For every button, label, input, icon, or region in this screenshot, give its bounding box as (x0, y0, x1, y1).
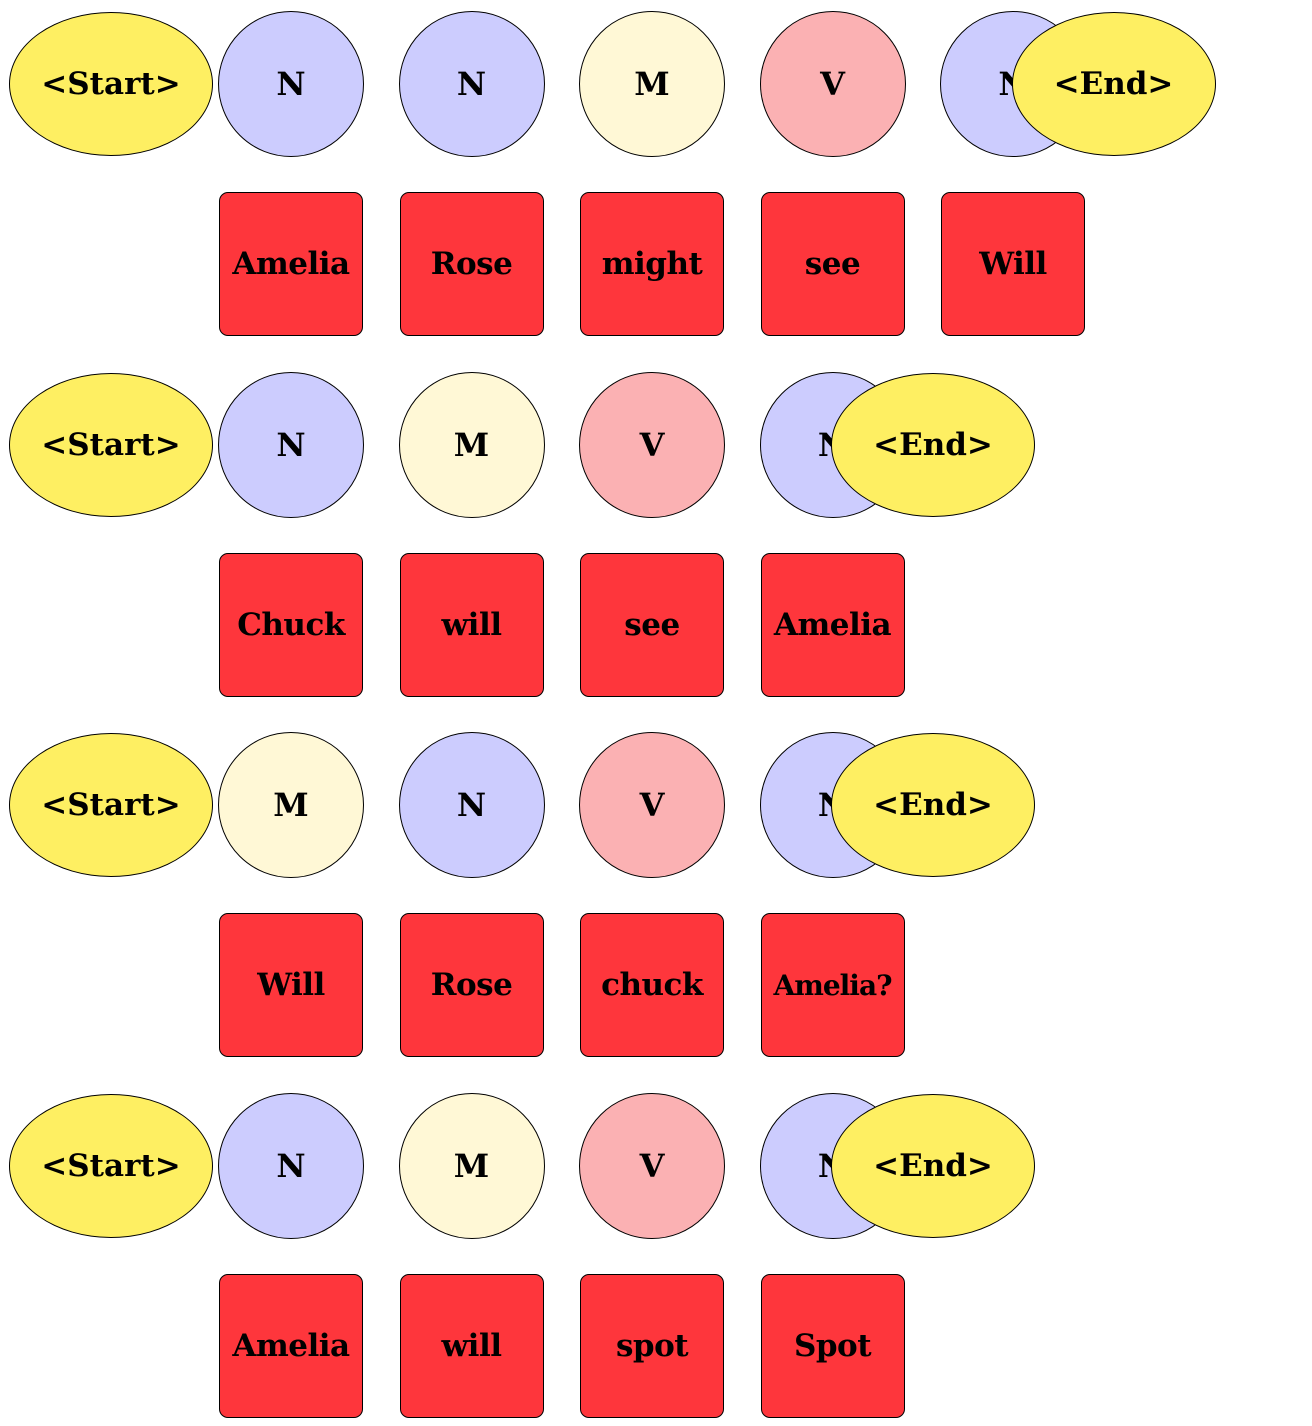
tag-node-n: N (398, 11, 545, 157)
tag-node-m: M (398, 1092, 545, 1239)
word-node: chuck (580, 913, 724, 1057)
word-node: see (760, 192, 905, 336)
tag-node-v: V (579, 1092, 725, 1239)
end-node: <End> (1011, 12, 1216, 156)
tag-node-n: N (398, 732, 545, 878)
end-node: <End> (831, 733, 1035, 877)
end-node: <End> (831, 1093, 1035, 1238)
end-node: <End> (831, 372, 1035, 517)
word-node: Rose (399, 192, 544, 336)
word-node: Amelia (760, 552, 905, 697)
word-node: Will (219, 913, 363, 1057)
tag-node-m: M (398, 371, 545, 518)
start-node: <Start> (9, 1093, 213, 1238)
tag-node-n: N (218, 11, 364, 157)
tag-node-n: N (218, 371, 364, 518)
word-node: Spot (760, 1274, 905, 1418)
start-node: <Start> (9, 12, 213, 156)
word-node: Rose (399, 913, 544, 1057)
word-node: Will (941, 192, 1085, 336)
tag-node-m: M (218, 732, 364, 878)
tag-node-v: V (579, 371, 725, 518)
tag-node-n: N (218, 1092, 364, 1239)
tag-node-v: V (579, 732, 725, 878)
word-node: Amelia? (760, 913, 905, 1057)
start-node: <Start> (9, 733, 213, 877)
tag-node-m: M (579, 11, 725, 157)
tag-node-v: V (759, 11, 906, 157)
word-node: spot (580, 1274, 724, 1418)
word-node: Amelia (219, 1274, 363, 1418)
word-node: might (580, 192, 724, 336)
word-node: will (399, 552, 544, 697)
start-node: <Start> (9, 372, 213, 517)
word-node: will (399, 1274, 544, 1418)
word-node: see (580, 552, 724, 697)
word-node: Chuck (219, 552, 363, 697)
word-node: Amelia (219, 192, 363, 336)
